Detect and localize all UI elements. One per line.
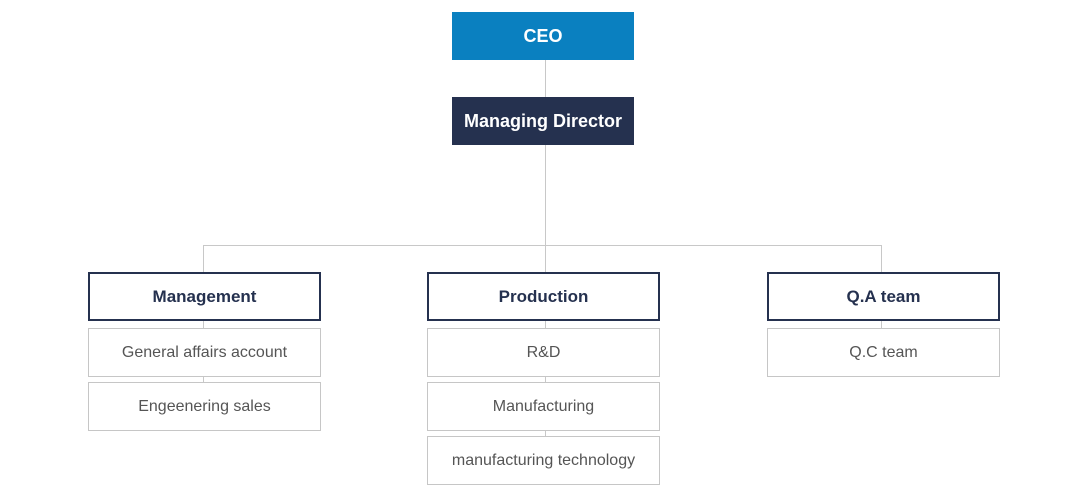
connector-qa: [881, 245, 882, 272]
department-management: Management: [88, 272, 321, 321]
ceo-box: CEO: [452, 12, 634, 60]
team-manufacturing: Manufacturing: [427, 382, 660, 431]
department-qa-team: Q.A team: [767, 272, 1000, 321]
managing-director-box: Managing Director: [452, 97, 634, 145]
connector-ceo-director: [545, 60, 546, 97]
team-rnd: R&D: [427, 328, 660, 377]
connector-management: [203, 245, 204, 272]
team-engeenering-sales: Engeenering sales: [88, 382, 321, 431]
team-qc-team: Q.C team: [767, 328, 1000, 377]
department-production: Production: [427, 272, 660, 321]
connector-production: [545, 245, 546, 272]
connector-production-teams: [545, 321, 546, 436]
connector-director-trunk: [545, 145, 546, 245]
connector-horizontal-bar: [203, 245, 882, 246]
connector-qa-teams: [881, 321, 882, 328]
team-manufacturing-technology: manufacturing technology: [427, 436, 660, 485]
team-general-affairs-account: General affairs account: [88, 328, 321, 377]
